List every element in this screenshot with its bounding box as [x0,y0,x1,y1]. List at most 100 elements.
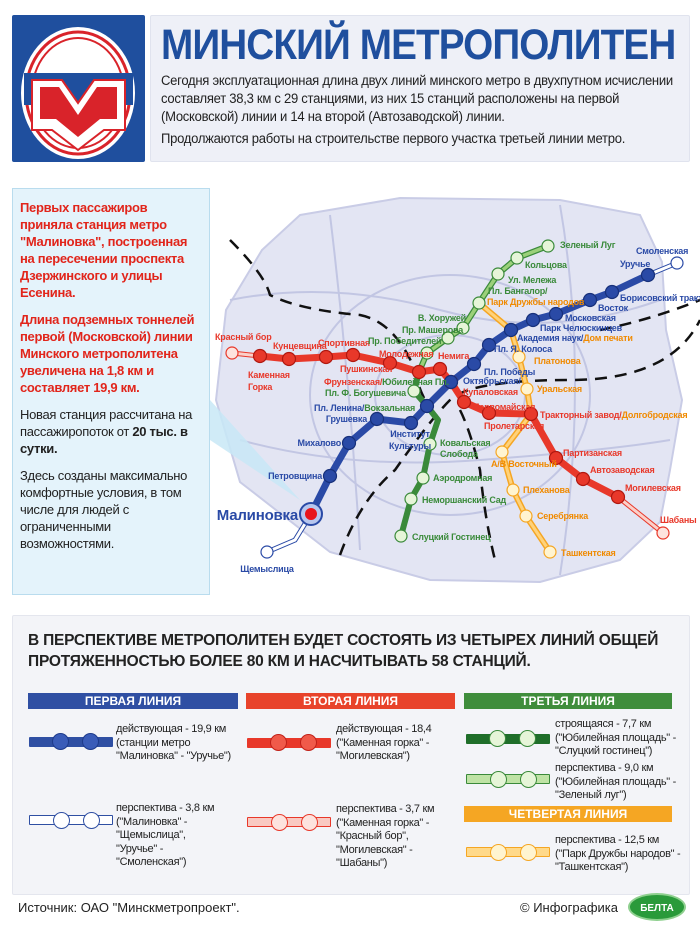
station-label: Пр. Победителей [368,336,441,346]
station-marker [443,374,459,390]
legend-line1-title: ПЕРВАЯ ЛИНИЯ [28,693,238,709]
station-label-part: В. Хоружей [418,313,466,323]
station-marker [281,351,297,367]
station-label: Неморшанский Сад [422,495,507,505]
station-label-part: Слуцкий Гостинец [412,532,491,542]
station-label: Борисовский тракт [620,293,700,303]
legend-line4-planned: перспектива - 12,5 км ("Парк Дружбы наро… [555,834,681,873]
station-label-part: Партизанская [563,448,622,458]
station-label-part: Слобода [440,449,479,459]
station-label-part: Немига [438,351,470,361]
station-label: Красный бор [215,332,272,342]
station-label: Плеханова [523,485,571,495]
station-label: Партизанская [563,448,622,458]
station-label-part: Дом печати [583,333,632,343]
station-marker [441,331,455,345]
station-label-part: Академия наук/ [517,333,584,343]
station-marker [656,526,670,540]
station-marker [472,296,486,310]
construction-text: Продолжаются работы на строительстве пер… [161,131,626,147]
station-marker [512,350,526,364]
station-label-part: Тракторный завод/ [540,410,622,420]
station-label: Уручье [620,259,650,269]
station-label-part: Фрунзенская/ [324,377,383,387]
station-label: Зеленый Луг [560,240,616,250]
station-marker [432,361,448,377]
station-marker [491,267,505,281]
station-labels: Малиновка Петровщина Михалово ГрушевкаИнсти… [215,240,700,574]
station-label-part: Институт [390,429,430,439]
station-label: Ковальская [440,438,490,448]
malinovka-station-marker [305,508,317,520]
station-label: Парк Челюскинцев [540,323,623,333]
legend-line1-planned: перспектива - 3,8 км ("Малиновка" - "Щем… [116,802,215,868]
station-label-part: Пл. Победы [484,367,536,377]
station-marker [382,355,398,371]
legend-line4-planned-swatch [466,844,550,861]
station-label-part: Малиновка [217,507,299,524]
station-label: Петровщина [268,471,323,481]
station-marker [525,312,541,328]
station-label-part: Пр. Победителей [368,336,441,346]
station-label: Слобода [440,449,479,459]
street-grid [229,204,671,576]
station-label-part: Горка [248,382,273,392]
metro-logo [12,15,145,162]
station-label-part: Культуры [389,441,431,451]
station-label-part: Автозаводская [590,465,655,475]
station-label: Пр. Машерова [402,325,464,335]
capacity-text: Новая станция рассчитана на пассажиропот… [20,407,193,439]
station-marker [411,364,427,380]
station-label: Малиновка [217,507,299,524]
stations [225,239,684,559]
station-label-part: Щемыслица [240,564,295,574]
station-label-part: Кольцова [525,260,568,270]
station-label-part: Петровщина [268,471,323,481]
station-marker [456,394,472,410]
header-panel: МИНСКИЙ МЕТРОПОЛИТЕН Сегодня эксплуатаци… [150,15,690,162]
station-marker [481,337,497,353]
station-label-part: Спортивная [318,338,370,348]
station-label-part: Молодежная [379,349,433,359]
station-label: Михалово [298,438,342,448]
station-label: Немига [438,351,470,361]
station-label: Тракторный завод/Долгобродская [540,410,687,420]
station-label: Уральская [537,384,582,394]
station-label-part: Парк Дружбы народов [487,297,585,307]
station-label-part: Аэродромная [433,473,492,483]
station-label: Пл. Ленина/Вокзальная [314,403,415,413]
station-label-part: Грушевка [326,414,368,424]
station-label: Пл. Бангалор/ [488,286,548,296]
station-label: Институт [390,429,430,439]
station-label: Грушевка [326,414,368,424]
station-label: Шабаны [660,515,697,525]
callout-pointer [210,400,300,500]
station-marker [419,398,435,414]
station-label-part: Уральская [537,384,582,394]
station-label-part: Октябрьская/ [463,376,521,386]
station-label-part: Пл. Ф. Богушевича [325,388,407,398]
station-marker [495,445,509,459]
legend-line2-active: действующая - 18,4 ("Каменная горка" - "… [336,723,432,762]
station-marker [510,251,524,265]
source-text: Источник: ОАО "Минскметропроект". [18,900,240,915]
station-marker [456,321,470,335]
intro-text: Сегодня эксплуатационная длина двух лини… [161,73,673,125]
callout-panel: Первых пассажиров приняла станция метро … [12,188,210,595]
station-label: А/В Восточный [491,459,557,469]
station-label: Пл. Я. Колоса [494,344,553,354]
station-label: Слуцкий Гостинец [412,532,491,542]
station-label: Фрунзенская/Юбилейная Пл. [324,377,449,387]
station-label-part: Каменная [248,370,290,380]
station-label-part: Уручье [620,259,650,269]
city-area [214,196,684,584]
legend-line2-active-swatch [247,734,331,751]
station-label-part: Зеленый Луг [560,240,616,250]
line2-planned-track-inner [617,495,664,535]
station-label: Каменная [248,370,290,380]
station-label-part: Борисовский тракт [620,293,700,303]
station-label: Октябрьская/ [463,376,521,386]
station-marker [252,348,268,364]
station-label: Пл. Ф. Богушевича [325,388,407,398]
station-marker [541,239,555,253]
